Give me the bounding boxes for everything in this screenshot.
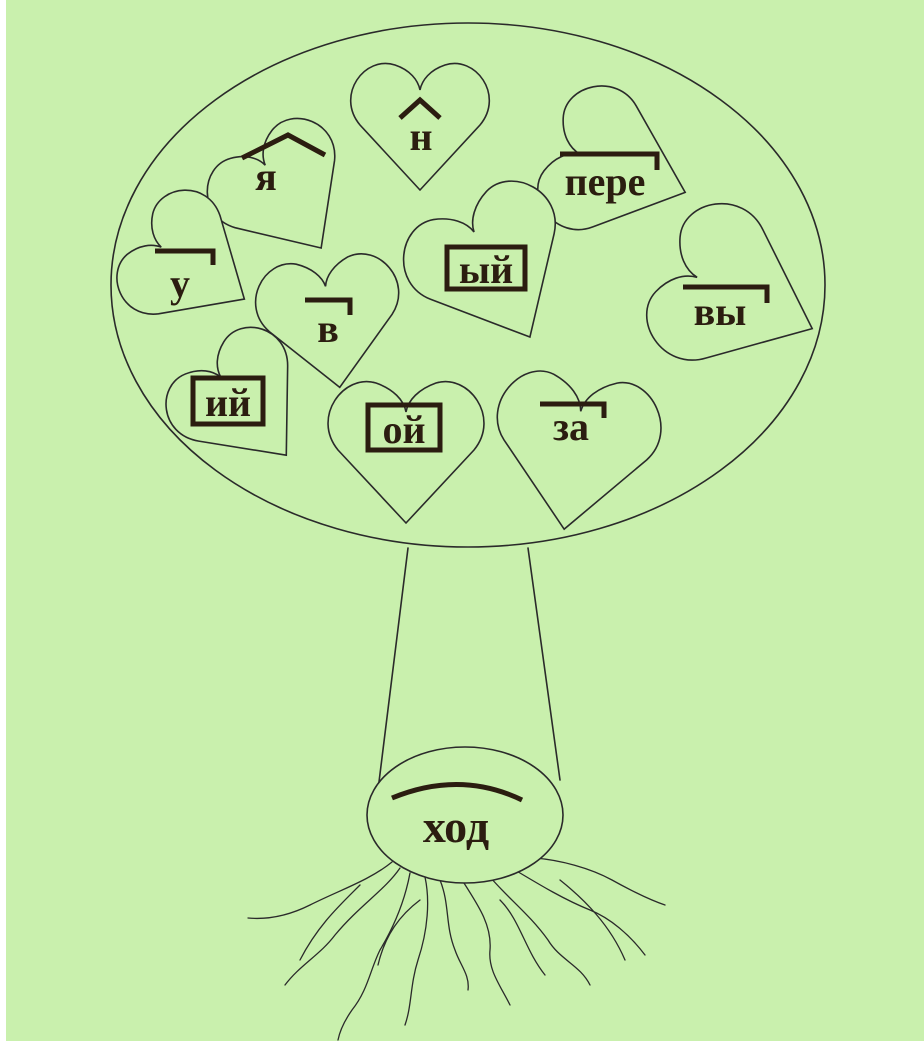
morpheme-v: в <box>317 306 339 351</box>
morpheme-n: н <box>409 114 432 159</box>
morpheme-oy: ой <box>382 407 425 452</box>
morpheme-iy: ий <box>205 380 251 425</box>
morpheme-pere: пере <box>565 159 646 204</box>
morpheme-za: за <box>553 404 589 449</box>
morpheme-ya: я <box>255 154 277 199</box>
tree-roots <box>248 858 665 1040</box>
root-oval: ход <box>367 747 563 883</box>
morpheme-yy: ый <box>459 247 513 292</box>
morpheme-u: у <box>170 261 190 306</box>
root-word: ход <box>423 801 489 852</box>
morpheme-vy: вы <box>694 289 747 334</box>
